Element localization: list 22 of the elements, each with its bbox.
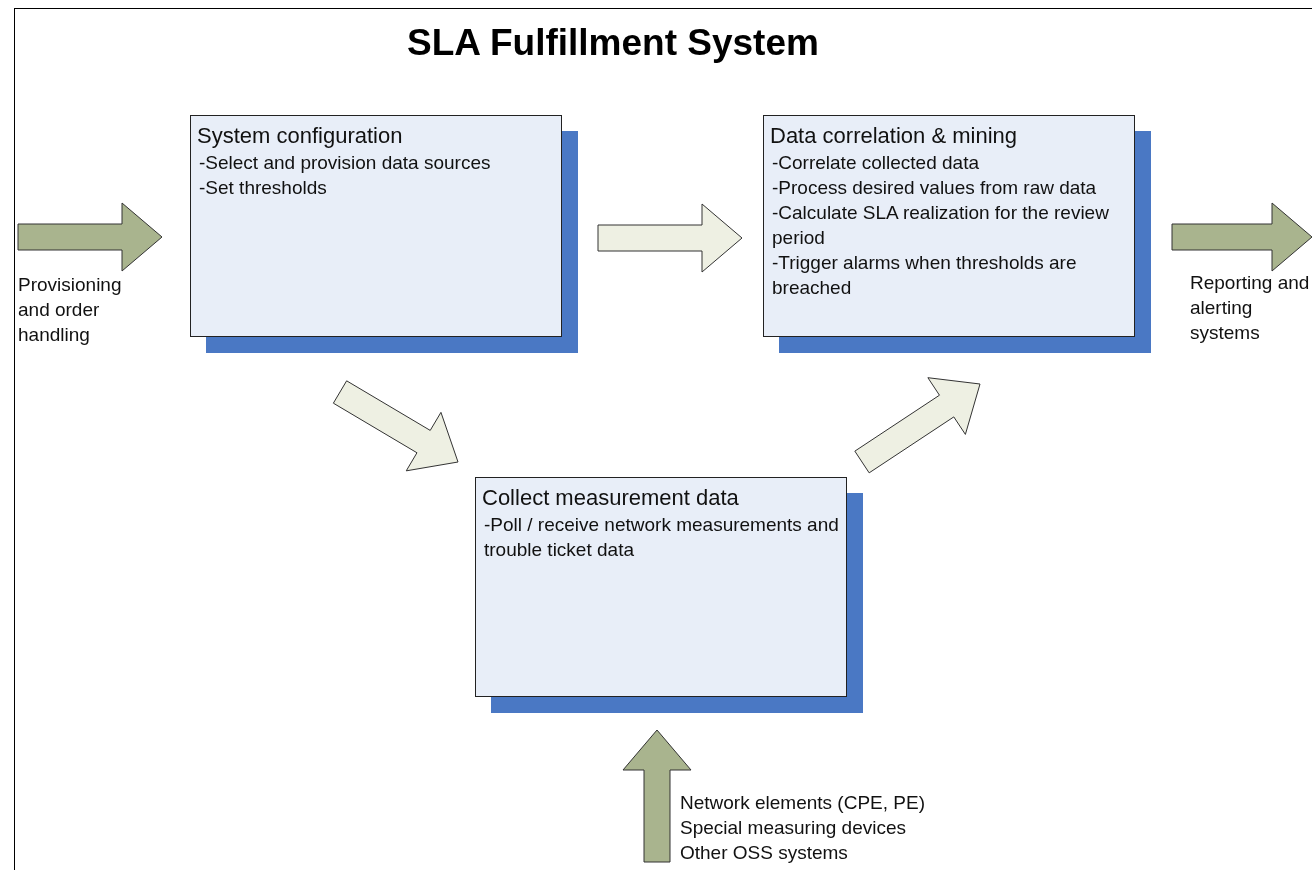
box-heading: System configuration — [197, 122, 404, 150]
block-arrow — [332, 380, 459, 472]
block-arrow — [1171, 202, 1312, 272]
block-arrow — [622, 729, 692, 863]
list-item: -Process desired values from raw data — [771, 176, 1098, 200]
block-arrow — [17, 202, 163, 272]
box-heading: Collect measurement data — [482, 484, 740, 512]
node-label: Reporting and alerting systems — [1190, 271, 1311, 345]
list-item: -Set thresholds — [198, 176, 328, 200]
list-item: -Correlate collected data — [771, 151, 980, 175]
box-heading: Data correlation & mining — [770, 122, 1018, 150]
diagram-title: SLA Fulfillment System — [406, 22, 820, 64]
node-label: Special measuring devices — [680, 816, 907, 840]
list-item: -Select and provision data sources — [198, 151, 492, 175]
list-item: -Calculate SLA realization for the review period — [771, 201, 1110, 250]
list-item: -Trigger alarms when thresholds are breached — [771, 251, 1078, 300]
block-arrow — [597, 203, 743, 273]
node-label: Other OSS systems — [680, 841, 849, 865]
block-arrow — [854, 377, 981, 474]
list-item: -Poll / receive network measurements and trouble ticket data — [483, 513, 840, 562]
node-label: Provisioning and order handling — [18, 273, 123, 347]
node-label: Network elements (CPE, PE) — [680, 791, 926, 815]
